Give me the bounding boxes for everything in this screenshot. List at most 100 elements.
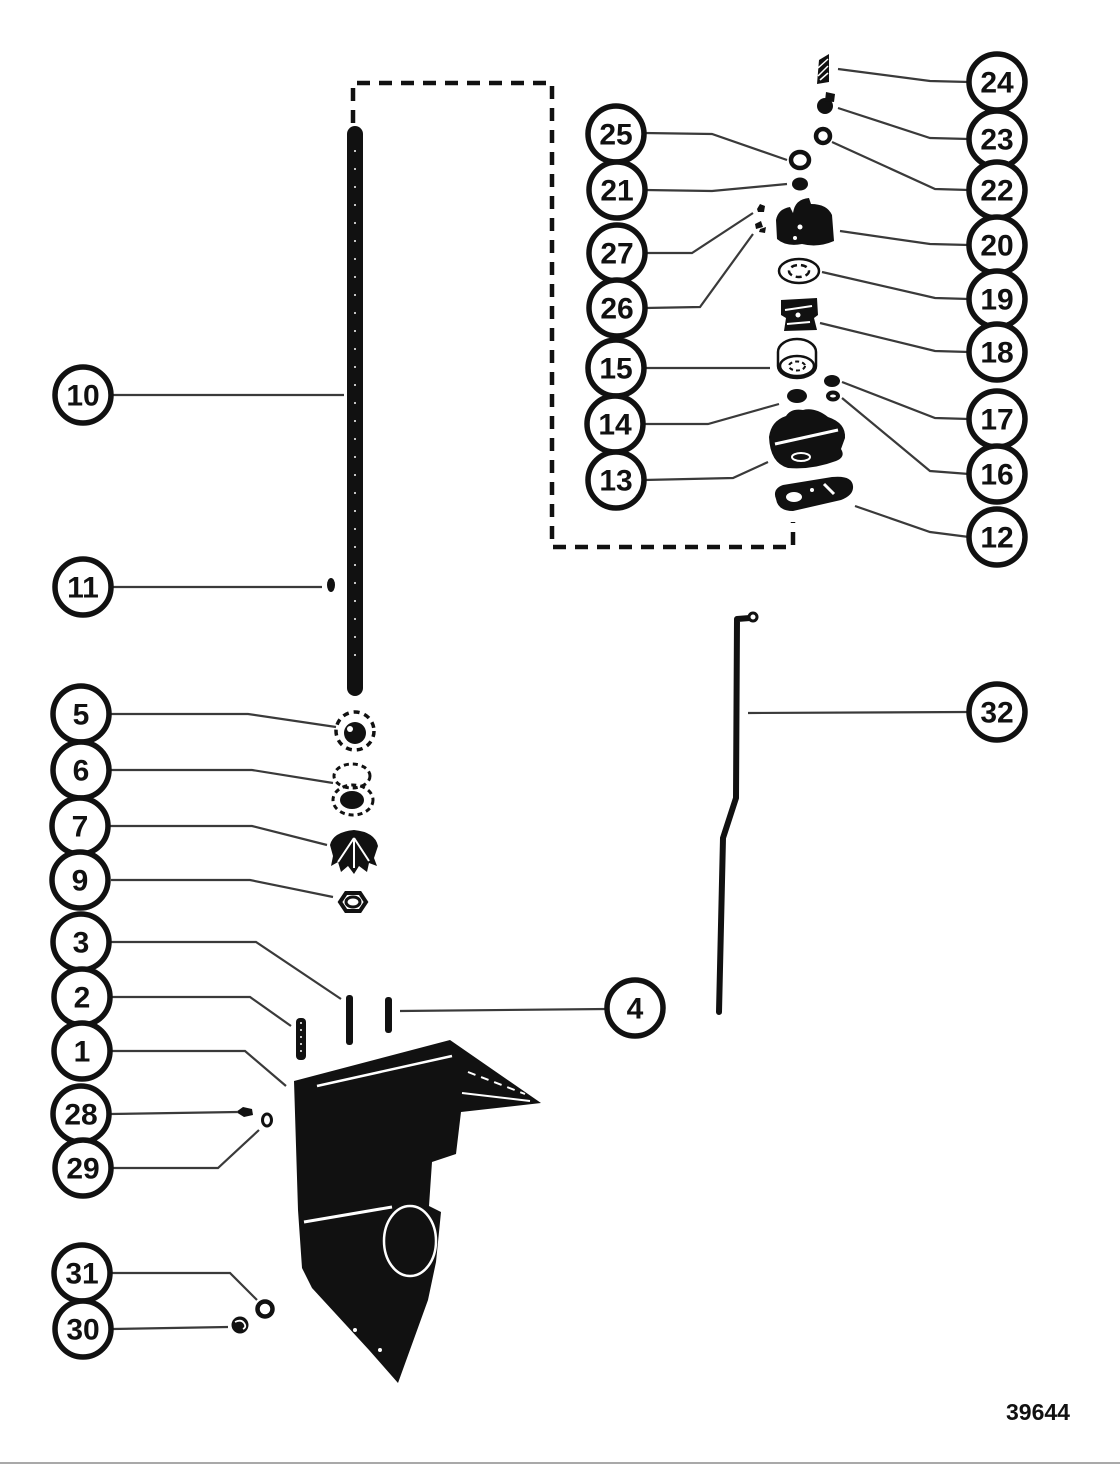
callout-circle-18 <box>966 321 1028 383</box>
roller-part-17 <box>824 375 840 387</box>
shaft-pin-part <box>327 578 335 592</box>
callout-label-16: 16 <box>980 459 1013 492</box>
callout-label-26: 26 <box>600 293 633 326</box>
callout-label-24: 24 <box>980 67 1014 100</box>
callout-circle-29 <box>52 1137 114 1199</box>
oring-part-31 <box>255 1299 275 1319</box>
callout-label-13: 13 <box>599 465 632 498</box>
callout-10: 10 <box>52 364 344 426</box>
leader-line-23 <box>837 106 970 141</box>
leader-line-32 <box>747 710 970 715</box>
retainer-plate-part-12 <box>774 476 854 511</box>
leader-line-18 <box>819 321 970 354</box>
leader-line-28 <box>109 1110 239 1116</box>
callout-circle-1 <box>51 1020 113 1082</box>
callout-label-9: 9 <box>72 865 89 898</box>
callout-label-29: 29 <box>66 1153 99 1186</box>
callout-1: 1 <box>51 1020 287 1087</box>
callout-11: 11 <box>52 556 322 618</box>
seal-part-6 <box>331 762 375 817</box>
callout-label-12: 12 <box>980 522 1013 555</box>
clip-part-26 <box>755 221 766 233</box>
callout-31: 31 <box>51 1242 258 1304</box>
leader-line-14 <box>643 402 780 426</box>
callout-25: 25 <box>585 103 788 165</box>
callout-circle-30 <box>52 1298 114 1360</box>
callout-label-18: 18 <box>980 337 1013 370</box>
callout-24: 24 <box>837 51 1028 113</box>
leader-line-29 <box>111 1129 260 1170</box>
callout-label-32: 32 <box>980 697 1013 730</box>
callout-circle-26 <box>586 277 648 339</box>
leader-line-21 <box>644 182 788 193</box>
washer-part-16 <box>826 390 840 402</box>
callout-32: 32 <box>747 681 1028 743</box>
screw-part-28 <box>236 1107 253 1117</box>
seal-part-14 <box>787 389 807 403</box>
nut-part-23 <box>817 92 835 114</box>
callout-label-19: 19 <box>980 284 1013 317</box>
callout-circle-12 <box>966 506 1028 568</box>
callout-label-15: 15 <box>599 353 632 386</box>
callout-16: 16 <box>841 397 1028 505</box>
callout-label-21: 21 <box>600 175 633 208</box>
callout-label-30: 30 <box>66 1314 99 1347</box>
pinion-gear-part-7 <box>330 830 378 874</box>
parts-layer <box>231 54 854 1383</box>
propshaft-bore <box>382 1204 438 1278</box>
callout-label-4: 4 <box>627 993 644 1026</box>
callout-label-11: 11 <box>67 572 99 605</box>
callout-label-1: 1 <box>74 1036 91 1069</box>
callout-19: 19 <box>821 268 1028 330</box>
leader-line-22 <box>831 140 970 192</box>
callout-29: 29 <box>52 1129 260 1199</box>
callout-30: 30 <box>52 1298 229 1360</box>
gear-housing-part-1 <box>287 1040 541 1383</box>
callout-7: 7 <box>49 795 328 857</box>
leader-line-26 <box>644 233 754 310</box>
callout-5: 5 <box>50 683 337 745</box>
callout-label-6: 6 <box>73 755 90 788</box>
callout-label-10: 10 <box>66 380 99 413</box>
callout-15: 15 <box>585 337 770 399</box>
nut-part-9 <box>337 891 369 913</box>
leader-line-16 <box>841 397 970 476</box>
washer-part-19 <box>777 257 821 285</box>
leader-line-7 <box>110 824 328 847</box>
callout-26: 26 <box>586 233 754 339</box>
callout-21: 21 <box>586 159 788 221</box>
nut-part-30 <box>231 1316 249 1334</box>
seal-part-21 <box>792 177 808 191</box>
callout-circle-21 <box>586 159 648 221</box>
callout-4: 4 <box>399 977 666 1039</box>
callout-17: 17 <box>841 380 1028 450</box>
callout-label-23: 23 <box>980 124 1013 157</box>
pin-part-4 <box>385 997 392 1033</box>
leader-line-6 <box>111 768 334 785</box>
drawing-number: 39644 <box>1006 1399 1070 1425</box>
callout-20: 20 <box>839 214 1028 276</box>
leader-line-19 <box>821 270 970 301</box>
callout-label-14: 14 <box>598 409 632 442</box>
callout-layer: 1011567932128293130252127261514134242322… <box>49 51 1028 1360</box>
washer-part-22 <box>813 126 833 146</box>
leader-line-20 <box>839 229 970 247</box>
key-part-24 <box>817 54 829 84</box>
bearing-part-5 <box>334 710 376 752</box>
pin-part-3 <box>346 995 353 1045</box>
callout-label-22: 22 <box>980 175 1013 208</box>
leader-line-2 <box>111 995 292 1027</box>
shift-rod-part-32 <box>716 611 759 1015</box>
pin-part-2 <box>296 1018 306 1060</box>
leader-line-1 <box>111 1049 287 1087</box>
callout-circle-9 <box>49 849 111 911</box>
leader-line-17 <box>841 380 970 421</box>
callout-label-27: 27 <box>600 238 633 271</box>
leader-line-3 <box>110 940 342 1000</box>
callout-label-7: 7 <box>72 811 89 844</box>
leader-line-5 <box>110 712 337 729</box>
washer-part-29 <box>261 1112 273 1128</box>
callout-circle-10 <box>52 364 114 426</box>
